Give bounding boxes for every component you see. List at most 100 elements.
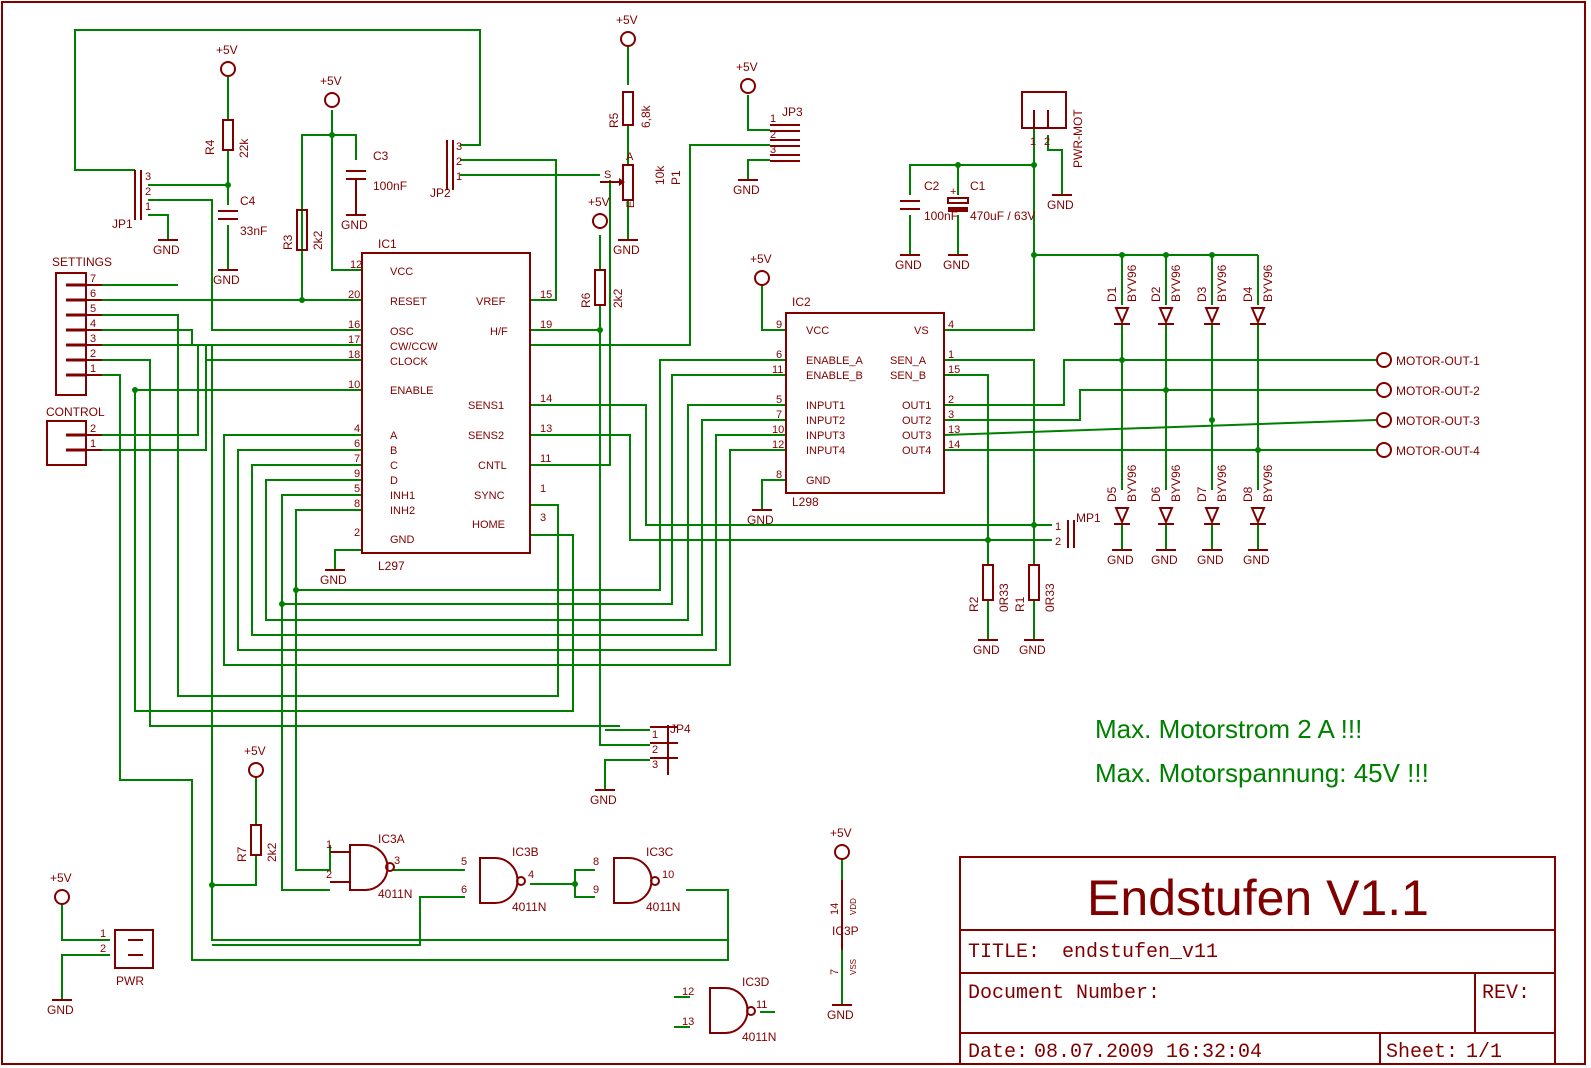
svg-text:INH2: INH2: [390, 505, 415, 517]
svg-text:GND: GND: [1197, 553, 1224, 567]
svg-text:C1: C1: [970, 179, 986, 193]
svg-text:VSS: VSS: [849, 959, 858, 975]
svg-text:VREF: VREF: [476, 296, 506, 308]
svg-text:IC3D: IC3D: [742, 975, 770, 989]
ic3p-power: 14 7 VDD VSS IC3P: [829, 880, 859, 975]
svg-text:ENABLE_B: ENABLE_B: [806, 370, 863, 382]
svg-text:1: 1: [145, 201, 151, 213]
vcc-r4: +5V: [216, 43, 238, 77]
motor-out-1-label: MOTOR-OUT-1: [1396, 354, 1480, 368]
svg-text:1: 1: [652, 729, 658, 741]
svg-text:8: 8: [593, 856, 599, 868]
svg-text:13: 13: [540, 423, 552, 435]
svg-text:4: 4: [354, 423, 360, 435]
r1-resistor: R1 0R33: [1013, 564, 1057, 612]
svg-text:GND: GND: [895, 258, 922, 272]
svg-text:CLOCK: CLOCK: [390, 356, 429, 368]
svg-text:5: 5: [461, 856, 467, 868]
svg-text:R5: R5: [607, 112, 621, 128]
svg-text:MP1: MP1: [1076, 511, 1101, 525]
svg-text:GND: GND: [213, 273, 240, 287]
svg-text:PWR-MOT: PWR-MOT: [1071, 109, 1085, 168]
svg-text:100nF: 100nF: [924, 209, 958, 223]
c3-capacitor: C3 100nF: [346, 149, 407, 215]
svg-text:8: 8: [354, 498, 360, 510]
svg-text:1: 1: [90, 363, 96, 375]
r2-resistor: R2 0R33: [967, 564, 1011, 612]
vcc-r6: +5V: [588, 195, 610, 229]
svg-text:SYNC: SYNC: [474, 490, 505, 502]
date-label: Date:: [968, 1041, 1028, 1064]
ic1-value: L297: [378, 559, 405, 573]
svg-text:INH1: INH1: [390, 490, 415, 502]
svg-text:9: 9: [776, 319, 782, 331]
svg-text:2: 2: [770, 129, 776, 141]
svg-text:E: E: [625, 201, 637, 208]
gnd-ic3p: GND: [827, 1004, 854, 1022]
svg-text:+: +: [950, 186, 956, 198]
svg-text:IC3C: IC3C: [646, 845, 674, 859]
svg-text:SENS2: SENS2: [468, 430, 504, 442]
svg-text:2: 2: [100, 943, 106, 955]
gnd-c4: GND: [213, 269, 240, 287]
svg-text:CONTROL: CONTROL: [46, 405, 105, 419]
svg-text:7: 7: [829, 969, 841, 975]
ic2-l298: IC2 L298 VCC 9 ENABLE_A 6 ENABLE_B 11 IN…: [772, 295, 960, 509]
svg-text:JP4: JP4: [670, 722, 691, 736]
d1-diode: D1 BYV96: [1105, 264, 1139, 325]
svg-text:R1: R1: [1013, 596, 1027, 612]
sheet-value: 1/1: [1466, 1041, 1502, 1064]
svg-text:GND: GND: [747, 513, 774, 527]
svg-text:1: 1: [540, 483, 546, 495]
svg-text:2: 2: [90, 423, 96, 435]
svg-text:6: 6: [776, 349, 782, 361]
jp4-jumper: 1 2 3 JP4: [650, 722, 691, 775]
svg-text:4011N: 4011N: [742, 1030, 776, 1044]
title-block: Endstufen V1.1 TITLE: endstufen_v11 Docu…: [959, 856, 1556, 1065]
svg-text:C4: C4: [240, 194, 256, 208]
gnd-d8: GND: [1243, 549, 1270, 567]
svg-text:ENABLE_A: ENABLE_A: [806, 355, 864, 367]
svg-text:VCC: VCC: [806, 325, 829, 337]
svg-text:GND: GND: [1019, 643, 1046, 657]
svg-text:R6: R6: [579, 292, 593, 308]
ic1-name: IC1: [378, 237, 397, 251]
svg-text:2: 2: [1055, 536, 1061, 548]
r4-resistor: R4 22k: [203, 119, 251, 158]
ic3a-gate: 1 2 3 IC3A 4011N: [326, 832, 412, 901]
settings-connector: SETTINGS 7 6 5 4 3 2 1: [52, 255, 112, 396]
svg-text:ENABLE: ENABLE: [390, 385, 433, 397]
svg-text:RESET: RESET: [390, 296, 427, 308]
svg-text:3: 3: [394, 855, 400, 867]
sheet-label: Sheet:: [1386, 1041, 1458, 1064]
svg-text:3: 3: [948, 409, 954, 421]
svg-text:GND: GND: [590, 793, 617, 807]
svg-text:3: 3: [540, 512, 546, 524]
svg-text:1: 1: [770, 113, 776, 125]
svg-text:VDD: VDD: [849, 898, 858, 915]
svg-text:470uF / 63V: 470uF / 63V: [970, 209, 1035, 223]
pwr-mot-connector: 1 2 PWR-MOT: [1021, 91, 1085, 168]
junctions: [132, 132, 1261, 888]
svg-text:+5V: +5V: [616, 13, 638, 27]
document-number-label: Document Number:: [968, 982, 1160, 1005]
svg-text:A: A: [390, 430, 398, 442]
ic2-value: L298: [792, 495, 819, 509]
svg-text:BYV96: BYV96: [1261, 264, 1275, 302]
diodes: D1 BYV96 D2 BYV96 D3 BYV96 D4 BYV96 D5 B…: [1105, 264, 1275, 525]
svg-text:GND: GND: [613, 243, 640, 257]
svg-text:GND: GND: [827, 1008, 854, 1022]
svg-text:BYV96: BYV96: [1261, 464, 1275, 502]
svg-text:22k: 22k: [237, 138, 251, 158]
d8-diode: D8 BYV96: [1241, 464, 1275, 525]
d7-diode: D7 BYV96: [1195, 464, 1229, 525]
svg-text:GND: GND: [390, 534, 415, 546]
svg-text:4011N: 4011N: [378, 887, 412, 901]
svg-text:1: 1: [456, 171, 462, 183]
svg-text:15: 15: [948, 364, 960, 376]
svg-text:BYV96: BYV96: [1125, 464, 1139, 502]
svg-text:2: 2: [354, 527, 360, 539]
svg-text:SEN_A: SEN_A: [890, 355, 927, 367]
vcc-symbols: +5V +5V +5V +5V +5V +5V +5V +5V +5V: [50, 13, 852, 905]
svg-text:3: 3: [145, 171, 151, 183]
